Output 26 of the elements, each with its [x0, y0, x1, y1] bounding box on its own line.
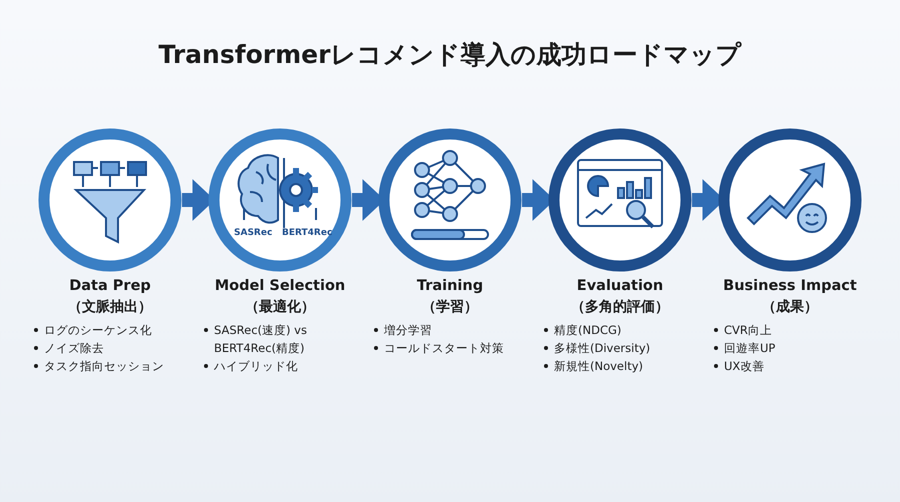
- step-title: Evaluation: [576, 278, 664, 294]
- step-title: Data Prep: [68, 278, 152, 294]
- bullet-text: コールドスタート対策: [384, 341, 504, 355]
- step-subtitle: （文脈抽出）: [67, 298, 153, 316]
- bullet-text: 増分学習: [384, 323, 432, 337]
- bullet-text: UX改善: [724, 359, 764, 373]
- step-subtitle: （最適化）: [244, 298, 316, 316]
- title: Transformerレコメンド導入の成功ロードマップ: [158, 39, 743, 71]
- step-title: Model Selection: [214, 278, 346, 294]
- bullet-text: ノイズ除去: [44, 341, 104, 355]
- bullet-text: タスク指向セッション: [44, 359, 164, 373]
- bullet-text: ログのシーケンス化: [44, 323, 152, 337]
- bullet-text: 精度(NDCG): [554, 323, 622, 337]
- step-subtitle: （学習）: [421, 298, 479, 316]
- bullet-text: SASRec(速度) vs BERT4Rec(精度): [214, 323, 307, 355]
- bullet-text: 多様性(Diversity): [554, 341, 650, 355]
- bullet-text: 新規性(Novelty): [554, 359, 644, 373]
- step-title: Training: [416, 278, 484, 294]
- bullet-text: 回遊率UP: [724, 341, 776, 355]
- model-label: SASRec: [234, 228, 272, 238]
- step-subtitle: （多角的評価）: [570, 298, 670, 316]
- bullet-text: ハイブリッド化: [214, 359, 298, 373]
- step-title: Business Impact: [722, 278, 858, 294]
- step-subtitle: （成果）: [761, 298, 819, 316]
- bullet-text: CVR向上: [724, 323, 772, 337]
- model-label: BERT4Rec: [282, 228, 332, 238]
